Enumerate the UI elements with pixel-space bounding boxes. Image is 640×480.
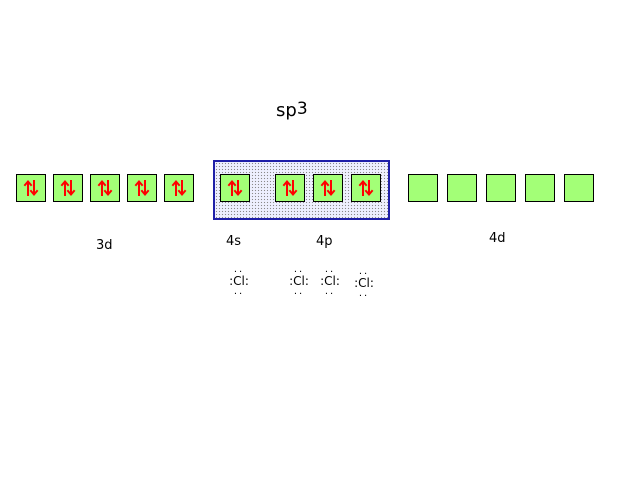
electron-pair-icon	[23, 179, 39, 197]
label-4d: 4d	[489, 231, 506, 246]
orbital-4s	[220, 174, 250, 202]
spin-up-arrow-icon	[134, 179, 144, 196]
lone-pair-bottom: ..	[324, 286, 336, 297]
spin-down-arrow-icon	[140, 180, 150, 197]
label-3d: 3d	[96, 238, 113, 253]
spin-up-arrow-icon	[227, 179, 237, 196]
chlorine-ligand-3: .. :Cl: ..	[316, 264, 344, 297]
spin-down-arrow-icon	[326, 180, 336, 197]
lone-pair-top: ..	[293, 264, 305, 275]
spin-up-arrow-icon	[282, 179, 292, 196]
title-base: sp	[276, 100, 297, 121]
chlorine-symbol: :Cl:	[289, 274, 309, 288]
spin-up-arrow-icon	[320, 179, 330, 196]
orbital-4p-2	[313, 174, 343, 202]
electron-pair-icon	[320, 179, 336, 197]
orbital-3d-5	[164, 174, 194, 202]
lone-pair-top: ..	[358, 266, 370, 277]
chlorine-symbol: :Cl:	[354, 276, 374, 290]
spin-up-arrow-icon	[23, 179, 33, 196]
lone-pair-top: ..	[233, 264, 245, 275]
orbital-4d-2	[447, 174, 477, 202]
orbital-4p-3	[351, 174, 381, 202]
lone-pair-top: ..	[324, 264, 336, 275]
chlorine-ligand-4: .. :Cl: ..	[350, 266, 378, 299]
spin-down-arrow-icon	[364, 180, 374, 197]
orbital-4d-3	[486, 174, 516, 202]
orbital-3d-3	[90, 174, 120, 202]
spin-up-arrow-icon	[60, 179, 70, 196]
spin-down-arrow-icon	[288, 180, 298, 197]
spin-down-arrow-icon	[29, 180, 39, 197]
electron-pair-icon	[227, 179, 243, 197]
electron-pair-icon	[171, 179, 187, 197]
chlorine-ligand-1: .. :Cl: ..	[225, 264, 253, 297]
chlorine-symbol: :Cl:	[320, 274, 340, 288]
hybridization-title: sp3	[276, 99, 308, 121]
spin-down-arrow-icon	[177, 180, 187, 197]
spin-up-arrow-icon	[97, 179, 107, 196]
electron-pair-icon	[282, 179, 298, 197]
chlorine-ligand-2: .. :Cl: ..	[285, 264, 313, 297]
lone-pair-bottom: ..	[233, 286, 245, 297]
orbital-3d-2	[53, 174, 83, 202]
orbital-3d-4	[127, 174, 157, 202]
spin-up-arrow-icon	[358, 179, 368, 196]
spin-down-arrow-icon	[233, 180, 243, 197]
spin-down-arrow-icon	[66, 180, 76, 197]
electron-pair-icon	[358, 179, 374, 197]
spin-down-arrow-icon	[103, 180, 113, 197]
lone-pair-bottom: ..	[293, 286, 305, 297]
orbital-4d-1	[408, 174, 438, 202]
title-superscript: 3	[296, 99, 308, 119]
orbital-4d-4	[525, 174, 555, 202]
orbital-3d-1	[16, 174, 46, 202]
electron-pair-icon	[97, 179, 113, 197]
orbital-4d-5	[564, 174, 594, 202]
lone-pair-bottom: ..	[358, 288, 370, 299]
electron-pair-icon	[134, 179, 150, 197]
label-4s: 4s	[226, 234, 242, 249]
chlorine-symbol: :Cl:	[229, 274, 249, 288]
label-4p: 4p	[316, 234, 333, 249]
electron-pair-icon	[60, 179, 76, 197]
orbital-4p-1	[275, 174, 305, 202]
spin-up-arrow-icon	[171, 179, 181, 196]
